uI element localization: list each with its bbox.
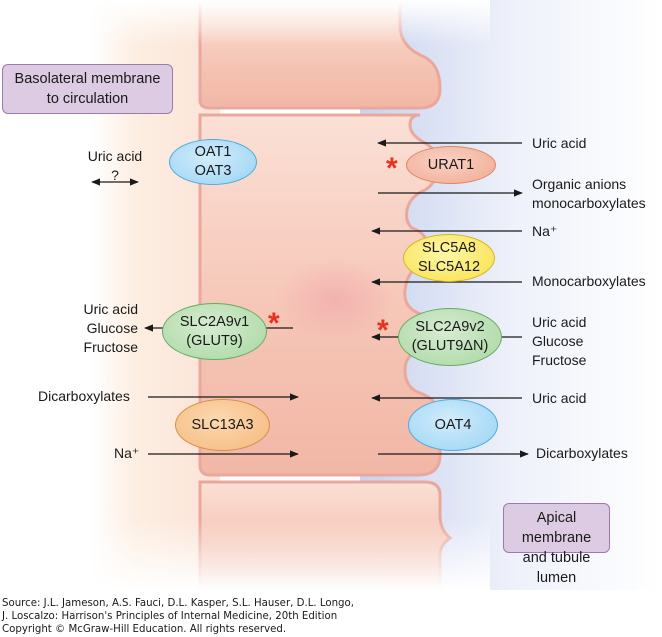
- caption-line: Source: J.L. Jameson, A.S. Fauci, D.L. K…: [2, 598, 354, 609]
- transporter-slc5a8-slc5a12: SLC5A8 SLC5A12: [403, 234, 495, 282]
- transporter-slc2a9v1: SLC2A9v1 (GLUT9): [162, 303, 267, 360]
- substrate-label: Uric acid: [83, 301, 138, 317]
- transporter-label: SLC2A9v2: [415, 319, 485, 335]
- substrate-api-dicarboxylates: Dicarboxylates: [536, 445, 628, 461]
- transporter-label: SLC13A3: [191, 416, 254, 433]
- substrate-api-monocarboxylates: Monocarboxylates: [532, 273, 646, 289]
- transporter-label: URAT1: [427, 156, 475, 173]
- substrate-baso-glut9: Uric acid Glucose Fructose: [50, 300, 138, 357]
- urat1-star-icon: *: [386, 152, 398, 185]
- slc2a9v2-star-icon: *: [377, 314, 389, 347]
- transporter-slc2a9v2: SLC2A9v2 (GLUT9ΔN): [398, 308, 502, 366]
- basolateral-membrane-box: Basolateral membrane to circulation: [2, 64, 173, 114]
- substrate-label: Fructose: [532, 352, 587, 368]
- box-line: Apical membrane: [521, 510, 592, 546]
- substrate-api-uric-1: Uric acid: [532, 135, 587, 151]
- nucleus: [275, 258, 395, 342]
- substrate-baso-uric: Uric acid ?: [80, 147, 150, 185]
- transporter-label: SLC2A9v1: [179, 313, 250, 330]
- box-line: Basolateral membrane: [14, 71, 161, 87]
- transporter-label: OAT4: [434, 416, 472, 433]
- caption-line: J. Loscalzo: Harrison's Principles of In…: [2, 611, 338, 622]
- slc2a9v1-star-icon: *: [268, 307, 280, 340]
- substrate-baso-dicarboxylates: Dicarboxylates: [38, 388, 130, 404]
- substrate-label: Glucose: [532, 333, 584, 349]
- substrate-baso-na: Na⁺: [114, 445, 140, 461]
- transporter-label: OAT3: [194, 163, 232, 179]
- substrate-label: Glucose: [86, 320, 138, 336]
- transporter-label: (GLUT9): [186, 332, 243, 349]
- substrate-label: Organic anions: [532, 176, 627, 192]
- urate-transport-diagram: Basolateral membrane to circulation Apic…: [2, 0, 662, 590]
- substrate-label: Fructose: [83, 339, 138, 355]
- substrate-label: monocarboxylates: [532, 195, 646, 211]
- transporter-slc13a3: SLC13A3: [175, 399, 270, 451]
- cell-illustration: [90, 0, 662, 590]
- box-line: and tubule lumen: [522, 550, 591, 586]
- box-line: to circulation: [46, 91, 129, 107]
- substrate-label: Uric acid: [87, 148, 143, 164]
- transporter-oat4: OAT4: [408, 399, 498, 451]
- source-caption: Source: J.L. Jameson, A.S. Fauci, D.L. K…: [2, 597, 354, 636]
- substrate-api-organic-anions: Organic anions monocarboxylates: [532, 175, 646, 213]
- substrate-api-uric-2: Uric acid: [532, 390, 587, 406]
- transporter-label: SLC5A8: [421, 240, 476, 256]
- transporter-label: (GLUT9ΔN): [411, 338, 489, 354]
- transporter-label: OAT1: [194, 144, 232, 160]
- caption-line: Copyright © McGraw-Hill Education. All r…: [2, 624, 287, 635]
- transporter-oat1-oat3: OAT1 OAT3: [169, 139, 257, 185]
- substrate-api-glut9: Uric acid Glucose Fructose: [532, 313, 586, 370]
- transporter-label: SLC5A12: [417, 259, 481, 275]
- substrate-label: Uric acid: [532, 314, 587, 330]
- substrate-api-na: Na⁺: [532, 223, 558, 239]
- apical-membrane-box: Apical membrane and tubule lumen: [503, 503, 610, 586]
- transporter-urat1: URAT1: [406, 146, 496, 184]
- substrate-label: ?: [111, 167, 119, 183]
